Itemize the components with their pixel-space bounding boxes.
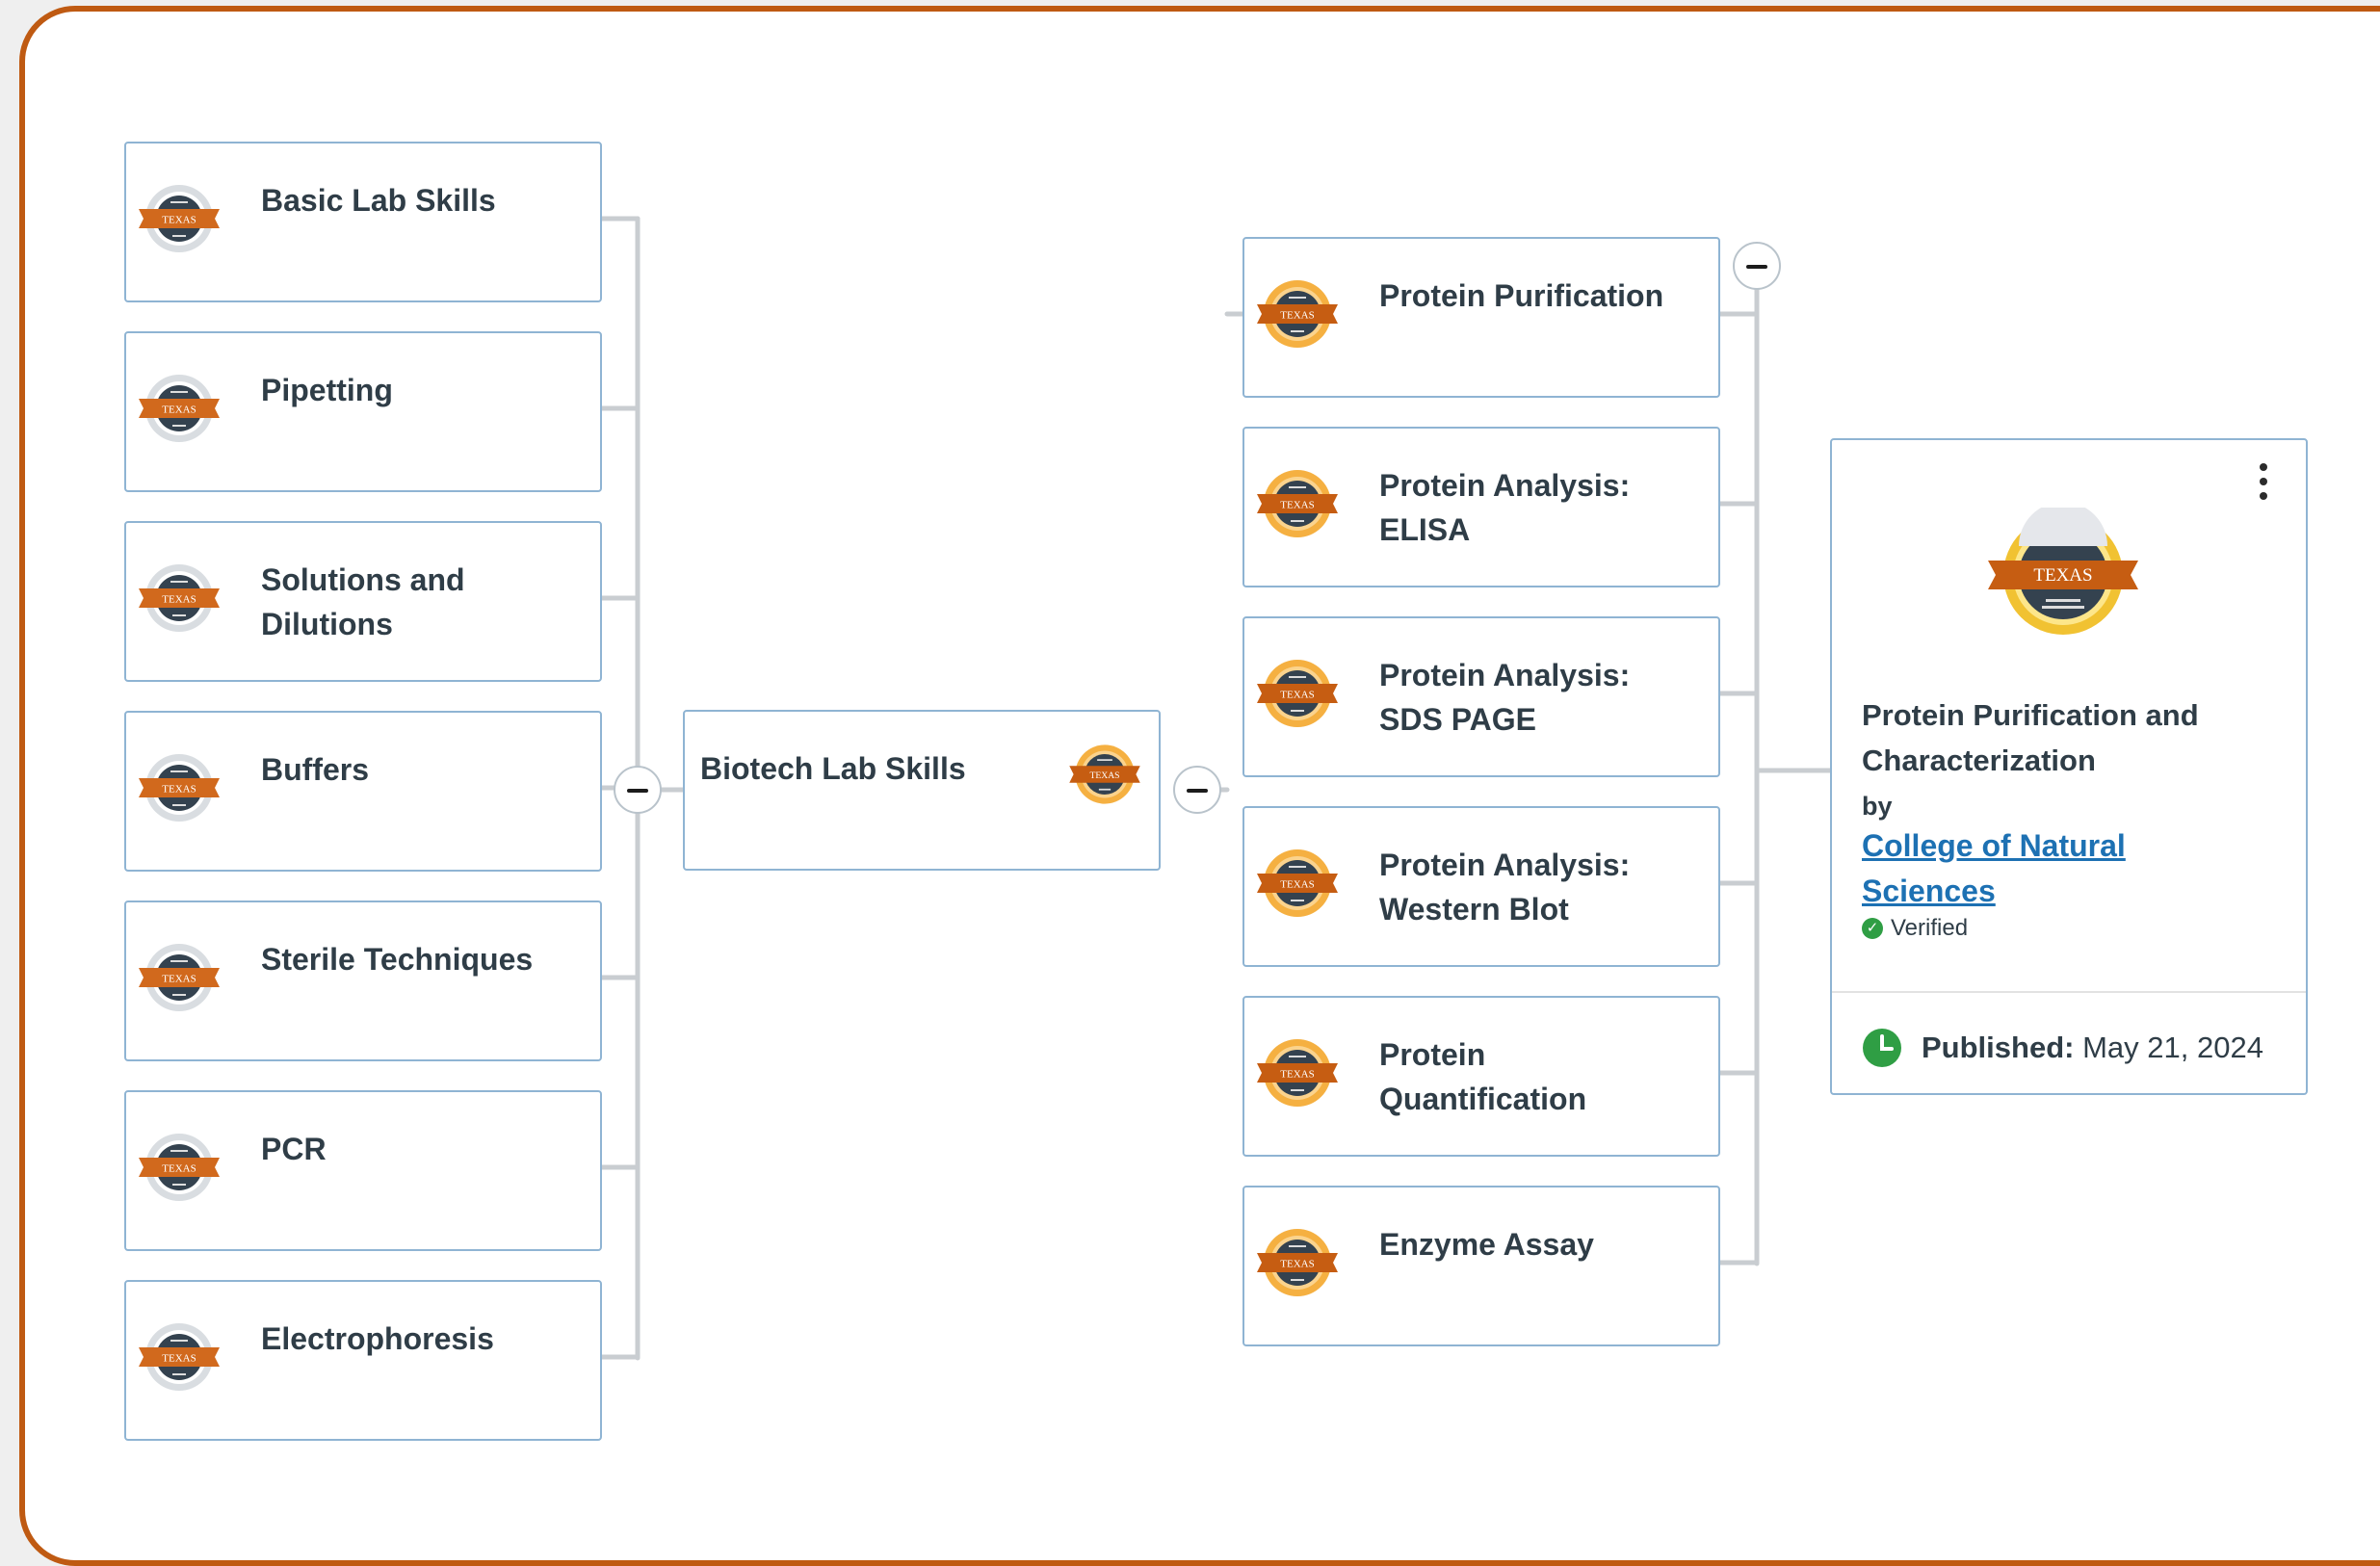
svg-text:TEXAS: TEXAS xyxy=(162,784,196,796)
orange-texas-badge-icon: TEXAS xyxy=(1254,1034,1341,1111)
prerequisite-node[interactable]: TEXAS Buffers xyxy=(124,711,602,872)
gray-texas-badge-icon: TEXAS xyxy=(136,370,222,447)
svg-text:TEXAS: TEXAS xyxy=(162,1163,196,1175)
prerequisite-label: Sterile Techniques xyxy=(261,942,534,977)
branch-label: Protein Analysis: ELISA xyxy=(1379,468,1631,547)
branch-node[interactable]: TEXAS Protein Analysis: ELISA xyxy=(1242,427,1720,587)
branch-label: Protein Purification xyxy=(1379,278,1664,313)
prerequisite-label: PCR xyxy=(261,1132,327,1166)
gray-texas-badge-icon: TEXAS xyxy=(136,560,222,637)
svg-text:TEXAS: TEXAS xyxy=(162,594,196,606)
svg-text:TEXAS: TEXAS xyxy=(162,974,196,985)
gray-texas-badge-icon: TEXAS xyxy=(136,180,222,257)
prerequisite-node[interactable]: TEXAS Solutions and Dilutions xyxy=(124,521,602,682)
svg-text:TEXAS: TEXAS xyxy=(162,405,196,416)
orange-texas-badge-icon: TEXAS xyxy=(1254,275,1341,352)
branch-node[interactable]: TEXAS Protein Analysis: Western Blot xyxy=(1242,806,1720,967)
orange-texas-badge-icon: TEXAS xyxy=(1254,465,1341,542)
gray-texas-badge-icon: TEXAS xyxy=(136,939,222,1016)
prerequisite-node[interactable]: TEXAS Electrophoresis xyxy=(124,1280,602,1441)
gray-texas-badge-icon: TEXAS xyxy=(136,1129,222,1206)
svg-text:TEXAS: TEXAS xyxy=(1090,770,1120,781)
branch-label: Enzyme Assay xyxy=(1379,1227,1594,1262)
collapse-prerequisites-button[interactable] xyxy=(614,766,662,814)
published-label: Published xyxy=(1922,1031,2065,1064)
prerequisite-label: Basic Lab Skills xyxy=(261,183,496,218)
orange-texas-badge-icon: TEXAS xyxy=(1254,1224,1341,1301)
prerequisite-label: Buffers xyxy=(261,752,370,787)
prerequisite-node[interactable]: TEXAS PCR xyxy=(124,1090,602,1251)
clock-icon xyxy=(1863,1029,1901,1067)
branch-label: Protein Quantification xyxy=(1379,1037,1587,1116)
branch-node[interactable]: TEXAS Enzyme Assay xyxy=(1242,1186,1720,1346)
detail-title: Protein Purification and Characterizatio… xyxy=(1862,698,2199,777)
gray-texas-badge-icon: TEXAS xyxy=(136,1318,222,1396)
published-colon: : xyxy=(2064,1031,2075,1064)
svg-text:TEXAS: TEXAS xyxy=(1280,500,1314,511)
branch-label: Protein Analysis: SDS PAGE xyxy=(1379,658,1631,737)
orange-texas-badge-icon: TEXAS xyxy=(1254,845,1341,922)
badge-detail-card: TEXAS Protein Purification and Character… xyxy=(1830,438,2308,1095)
collapse-branches-button[interactable] xyxy=(1173,766,1221,814)
check-circle-icon: ✓ xyxy=(1862,918,1883,939)
verified-label: Verified xyxy=(1891,915,1969,941)
published-date: May 21, 2024 xyxy=(2082,1031,2263,1064)
svg-text:TEXAS: TEXAS xyxy=(1280,310,1314,322)
svg-text:TEXAS: TEXAS xyxy=(1280,1259,1314,1270)
branch-node[interactable]: TEXAS Protein Purification xyxy=(1242,237,1720,398)
prerequisite-node[interactable]: TEXAS Pipetting xyxy=(124,331,602,492)
svg-text:TEXAS: TEXAS xyxy=(162,215,196,226)
collapse-top-branch-button[interactable] xyxy=(1733,242,1781,290)
branch-node[interactable]: TEXAS Protein Analysis: SDS PAGE xyxy=(1242,616,1720,777)
svg-text:TEXAS: TEXAS xyxy=(1280,690,1314,701)
prerequisite-node[interactable]: TEXAS Sterile Techniques xyxy=(124,900,602,1061)
published-row: Published: May 21, 2024 xyxy=(1862,1028,2263,1068)
svg-text:TEXAS: TEXAS xyxy=(1280,879,1314,891)
detail-by-label: by xyxy=(1862,792,1893,821)
prerequisite-label: Electrophoresis xyxy=(261,1321,494,1356)
more-options-icon[interactable] xyxy=(2258,463,2269,511)
issuer-link[interactable]: College of Natural Sciences xyxy=(1862,828,2126,908)
center-badge-label: Biotech Lab Skills xyxy=(700,751,966,786)
branch-node[interactable]: TEXAS Protein Quantification xyxy=(1242,996,1720,1157)
orange-texas-badge-icon: TEXAS xyxy=(1254,655,1341,732)
prerequisite-label: Pipetting xyxy=(261,373,393,407)
divider xyxy=(1832,991,2306,993)
gold-texas-badge-icon: TEXAS xyxy=(1986,502,2140,642)
orange-texas-badge-icon: TEXAS xyxy=(1066,741,1143,808)
verified-status: ✓ Verified xyxy=(1862,915,1968,942)
gray-texas-badge-icon: TEXAS xyxy=(136,749,222,826)
center-badge-node[interactable]: Biotech Lab Skills TEXAS xyxy=(683,710,1161,871)
svg-text:TEXAS: TEXAS xyxy=(1280,1069,1314,1081)
branch-label: Protein Analysis: Western Blot xyxy=(1379,848,1631,927)
svg-text:TEXAS: TEXAS xyxy=(2033,565,2092,586)
prerequisite-label: Solutions and Dilutions xyxy=(261,562,465,641)
svg-text:TEXAS: TEXAS xyxy=(162,1353,196,1365)
prerequisite-node[interactable]: TEXAS Basic Lab Skills xyxy=(124,142,602,302)
